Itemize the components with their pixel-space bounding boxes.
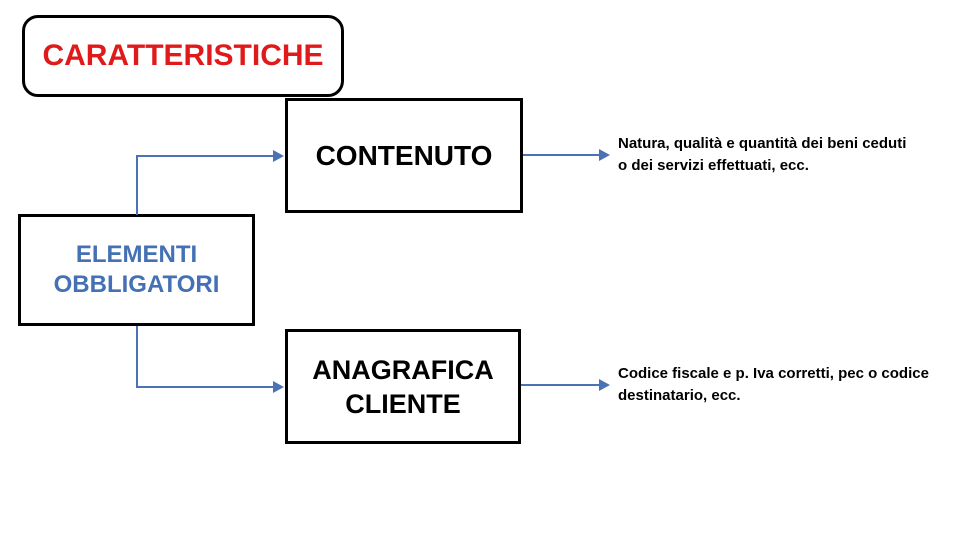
node-contenuto-label: CONTENUTO (315, 139, 493, 171)
node-anagrafica-label-line1: ANAGRAFICA (312, 354, 494, 385)
annotation-contenuto-line1: Natura, qualità e quantità dei beni cedu… (618, 135, 907, 152)
connector-elementi-contenuto-vertical (136, 155, 138, 215)
annotation-contenuto: Natura, qualità e quantità dei beni cedu… (618, 133, 906, 177)
arrow-right-icon (599, 379, 610, 391)
node-contenuto: CONTENUTO (285, 98, 523, 213)
node-elementi-label-line2: OBBLIGATORI (53, 271, 220, 298)
connector-contenuto-annotation (523, 154, 601, 156)
slide-title: CARATTERISTICHE (42, 39, 324, 72)
node-anagrafica-cliente: ANAGRAFICA CLIENTE (285, 329, 521, 444)
node-anagrafica-label-line2: CLIENTE (345, 388, 461, 419)
arrow-right-icon (273, 381, 284, 393)
connector-elementi-contenuto-horizontal (136, 155, 275, 157)
annotation-anagrafica-line1: Codice fiscale e p. Iva corretti, pec o … (618, 365, 929, 382)
arrow-right-icon (599, 149, 610, 161)
annotation-anagrafica-line2: destinatario, ecc. (618, 387, 741, 404)
title-box: CARATTERISTICHE (22, 15, 344, 97)
arrow-right-icon (273, 150, 284, 162)
connector-elementi-anagrafica-vertical (136, 326, 138, 387)
annotation-anagrafica: Codice fiscale e p. Iva corretti, pec o … (618, 363, 929, 407)
annotation-contenuto-line2: o dei servizi effettuati, ecc. (618, 157, 809, 174)
node-elementi-obbligatori: ELEMENTI OBBLIGATORI (18, 214, 255, 326)
connector-elementi-anagrafica-horizontal (136, 386, 275, 388)
connector-anagrafica-annotation (521, 384, 601, 386)
node-elementi-label-line1: ELEMENTI (75, 241, 198, 268)
